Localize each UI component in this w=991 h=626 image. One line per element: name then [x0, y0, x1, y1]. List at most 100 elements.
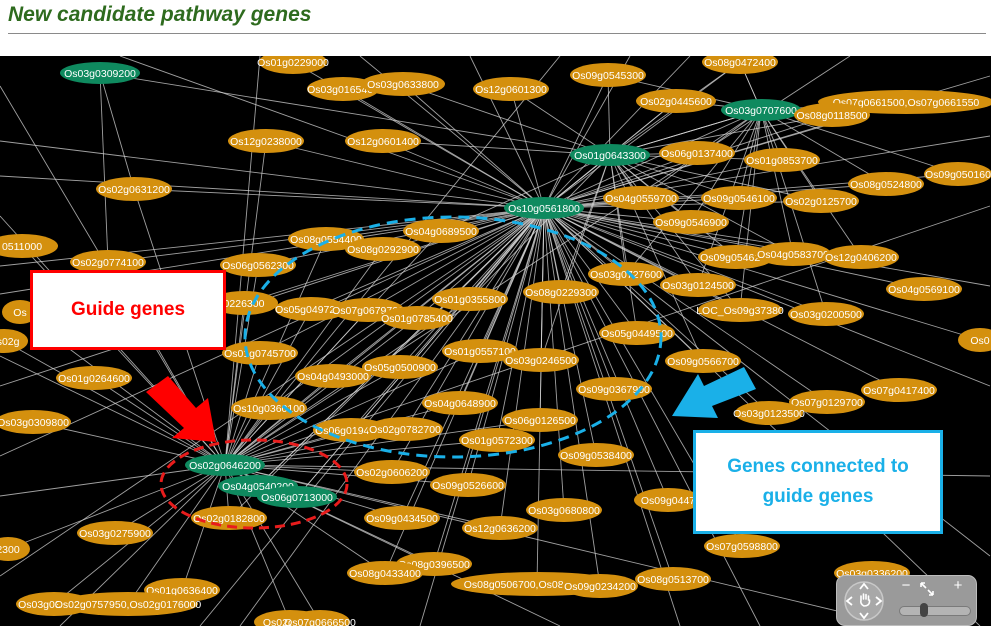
network-edge: [543, 207, 900, 391]
candidate-gene-node[interactable]: Os01g0557100: [442, 339, 518, 363]
candidate-gene-node[interactable]: Os08g0433400: [347, 561, 423, 585]
node-label: Os04g0569100: [888, 284, 960, 296]
candidate-gene-node[interactable]: Os03g0246500: [503, 348, 579, 372]
pan-up-icon[interactable]: [858, 580, 870, 592]
guide-gene-node[interactable]: Os06g0713000: [257, 486, 337, 508]
candidate-gene-node[interactable]: Os09g0367900: [576, 377, 652, 401]
candidate-gene-node[interactable]: Os03g0309800: [0, 410, 71, 434]
candidate-gene-node[interactable]: Os04g0689500: [403, 219, 479, 243]
candidate-gene-node[interactable]: Os01g0853700: [744, 148, 820, 172]
candidate-gene-node[interactable]: Os: [2, 300, 38, 324]
candidate-gene-node[interactable]: Os03g0275900: [77, 521, 153, 545]
candidate-gene-node[interactable]: Os12g0406200: [823, 245, 899, 269]
candidate-gene-node[interactable]: Os06g0137400: [659, 141, 735, 165]
candidate-gene-node[interactable]: Os09g0526600: [430, 473, 506, 497]
candidate-gene-node[interactable]: Os01g0785400: [381, 306, 453, 330]
candidate-gene-node[interactable]: Os02g0606200: [354, 460, 430, 484]
gene-network-graph[interactable]: Os03g0309200Os01g0229000Os03g0165400Os03…: [0, 56, 991, 626]
zoom-slider-thumb[interactable]: [920, 603, 928, 617]
candidate-gene-node[interactable]: Os12g0601400: [345, 129, 421, 153]
candidate-gene-node[interactable]: Os08g0292900: [345, 237, 421, 261]
candidate-gene-node[interactable]: Os12g0636200: [462, 516, 538, 540]
node-shape: [794, 103, 870, 127]
guide-gene-node[interactable]: Os01g0643300: [570, 144, 650, 166]
candidate-gene-node[interactable]: 2300: [0, 537, 30, 561]
node-shape: [210, 291, 278, 315]
candidate-gene-node[interactable]: Os09g0538400: [558, 443, 634, 467]
candidate-gene-node[interactable]: Os07g0666500: [284, 610, 356, 626]
candidate-gene-node[interactable]: Os10g0360100: [231, 396, 307, 420]
candidate-gene-node[interactable]: Os09g050160: [924, 162, 991, 186]
node-label: Os10g0561800: [508, 203, 580, 215]
candidate-gene-node[interactable]: Os06g0126500: [502, 408, 578, 432]
guide-gene-node[interactable]: Os10g0561800: [504, 197, 584, 219]
guide-gene-node[interactable]: Os02g0646200: [185, 454, 265, 476]
candidate-gene-node[interactable]: Os05g0497200: [275, 297, 347, 321]
candidate-gene-node[interactable]: Os09g0546200: [698, 245, 774, 269]
candidate-gene-node[interactable]: Os03g0727600: [588, 262, 664, 286]
candidate-gene-node[interactable]: Os05g0449500: [599, 321, 675, 345]
candidate-gene-node[interactable]: Os04g0559700: [603, 186, 679, 210]
candidate-gene-node[interactable]: Os12g0601300: [473, 77, 549, 101]
pan-control[interactable]: [843, 580, 885, 622]
candidate-gene-node[interactable]: Os01g0355800: [432, 287, 508, 311]
candidate-gene-node[interactable]: Os08g0472400: [702, 56, 778, 74]
candidate-gene-node[interactable]: Os04g0493000: [295, 364, 371, 388]
candidate-gene-node[interactable]: Os09g0546900: [653, 210, 729, 234]
candidate-gene-node[interactable]: Os03g0165400: [307, 77, 379, 101]
candidate-gene-node[interactable]: Os03g0123500: [733, 401, 805, 425]
candidate-gene-node[interactable]: Os02g0757950,Os02g0176000: [55, 592, 202, 616]
candidate-gene-node[interactable]: Os09g0234200: [562, 574, 638, 598]
candidate-gene-node[interactable]: Os04g0583700: [755, 242, 831, 266]
candidate-gene-node[interactable]: Os09g0434500: [364, 506, 440, 530]
guide-gene-node[interactable]: Os03g0707600: [721, 99, 801, 121]
candidate-gene-node[interactable]: Os02g0774100: [70, 250, 146, 274]
candidate-gene-node[interactable]: Os09g0447: [634, 488, 702, 512]
candidate-gene-node[interactable]: Os02g0631200: [96, 177, 172, 201]
pan-right-icon[interactable]: [873, 595, 885, 607]
candidate-gene-node[interactable]: Os03g0680800: [526, 498, 602, 522]
candidate-gene-node[interactable]: Os03g0124500: [660, 273, 736, 297]
zoom-slider[interactable]: [899, 603, 971, 617]
candidate-gene-node[interactable]: Os08g0229300: [523, 280, 599, 304]
candidate-gene-node[interactable]: Os08g0513700: [635, 567, 711, 591]
candidate-gene-node[interactable]: Os01g0745700: [222, 341, 298, 365]
candidate-gene-node[interactable]: Os03g0633800: [361, 72, 445, 96]
pan-left-icon[interactable]: [843, 595, 855, 607]
candidate-gene-node[interactable]: Os01g0229000: [257, 56, 329, 74]
candidate-gene-node[interactable]: Os02g0445600: [636, 89, 716, 113]
fit-arrows-icon[interactable]: [919, 581, 935, 597]
candidate-gene-node[interactable]: Os04g0648900: [422, 391, 498, 415]
candidate-gene-node[interactable]: Os01g0264600: [56, 366, 132, 390]
candidate-gene-node[interactable]: Os08g0524800: [848, 172, 924, 196]
candidate-gene-node[interactable]: LOC_Os09g37380: [696, 298, 784, 322]
zoom-out-icon[interactable]: −: [901, 577, 911, 594]
candidate-gene-node[interactable]: Os07g0417400: [861, 378, 937, 402]
candidate-gene-node[interactable]: Os12g0238000: [228, 129, 304, 153]
candidate-gene-node[interactable]: Os05g0500900: [362, 355, 438, 379]
network-edge: [224, 439, 498, 466]
network-edge: [367, 207, 545, 311]
candidate-gene-node[interactable]: Os09g0566700: [665, 349, 741, 373]
candidate-gene-node[interactable]: Os03g0200500: [788, 302, 864, 326]
guide-gene-node[interactable]: Os03g0309200: [60, 62, 140, 84]
candidate-gene-node[interactable]: Os02g: [0, 329, 28, 353]
candidate-gene-node[interactable]: Os02g0182800: [191, 506, 267, 530]
candidate-gene-node[interactable]: Os08g0554400: [288, 227, 364, 251]
candidate-gene-node[interactable]: Os07g0598800: [704, 534, 780, 558]
zoom-in-icon[interactable]: +: [953, 577, 963, 594]
network-edge: [342, 88, 545, 209]
candidate-gene-node[interactable]: Os08g0118500: [794, 103, 870, 127]
candidate-gene-node[interactable]: Os07g0129700: [789, 390, 865, 414]
candidate-gene-node[interactable]: 0511000: [0, 234, 58, 258]
candidate-gene-node[interactable]: Os09g0546100: [701, 186, 777, 210]
candidate-gene-node[interactable]: Os01g0572300: [459, 428, 535, 452]
pan-down-icon[interactable]: [858, 610, 870, 622]
candidate-gene-node[interactable]: Os09g0545300: [570, 63, 646, 87]
candidate-gene-node[interactable]: Os02g0125700: [783, 189, 859, 213]
candidate-gene-node[interactable]: Os06g0562300: [220, 253, 296, 277]
candidate-gene-node[interactable]: Os0: [958, 328, 991, 352]
candidate-gene-node[interactable]: Os04g0569100: [886, 277, 962, 301]
candidate-gene-node[interactable]: Os02g0782700: [367, 417, 443, 441]
